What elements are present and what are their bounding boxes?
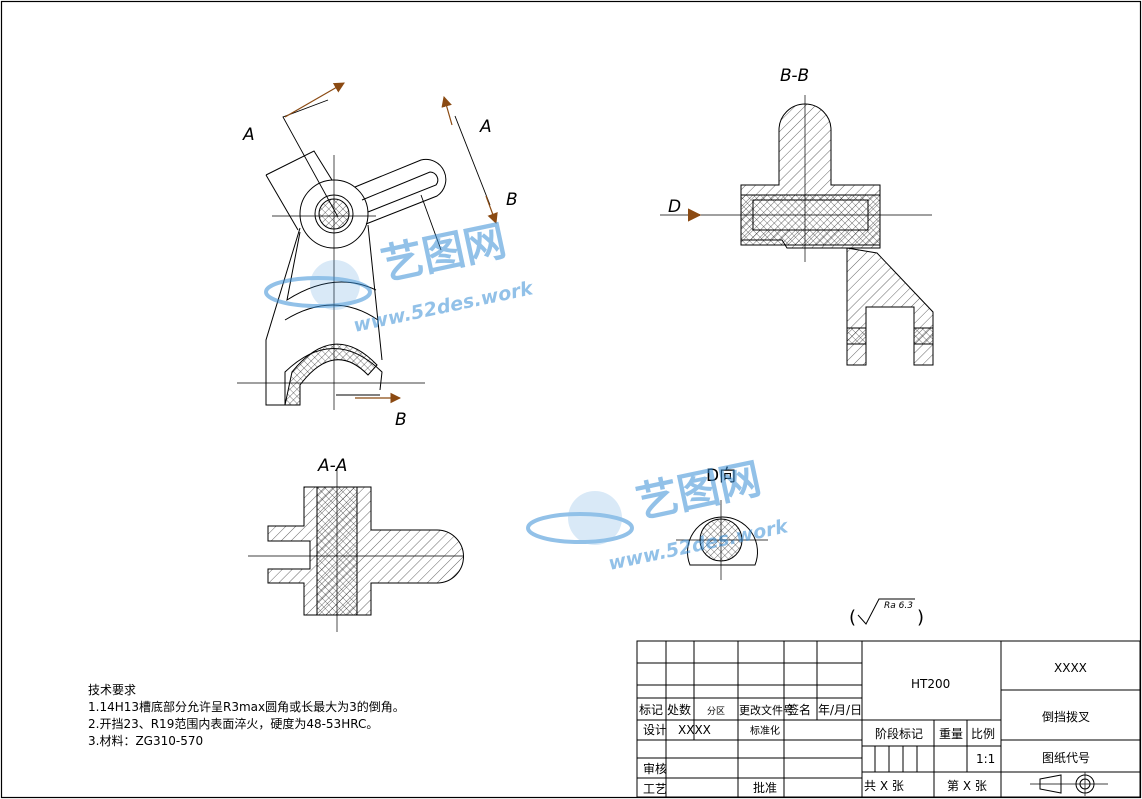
view-d	[676, 500, 768, 580]
weight-label: 重量	[939, 727, 963, 741]
review-label: 审核	[643, 761, 667, 776]
standardization-label: 标准化	[750, 724, 780, 737]
part-name: 倒挡拨叉	[1042, 710, 1090, 724]
design-label: 设计	[643, 723, 667, 737]
svg-text:www.52des.work: www.52des.work	[606, 515, 791, 575]
svg-text:(: (	[849, 607, 856, 628]
rev-header-count: 处数	[667, 702, 691, 717]
scale-label: 比例	[971, 727, 995, 741]
section-bb	[660, 95, 934, 366]
process-label: 工艺	[643, 782, 667, 796]
tech-requirement-item: 3.材料：ZG310-570	[88, 734, 204, 748]
svg-text:艺图网: 艺图网	[632, 454, 765, 528]
section-mark-a-right: A	[479, 117, 492, 137]
section-aa-title: A-A	[317, 456, 347, 476]
tech-requirements: 技术要求 1.14H13槽底部分允许呈R3max圆角或长最大为3的倒角。 2.开…	[88, 682, 405, 750]
section-mark-b-top: B	[506, 190, 518, 210]
main-view	[237, 82, 498, 410]
rev-header-date: 年/月/日	[818, 703, 862, 717]
designer: XXXX	[678, 723, 711, 737]
section-mark-b-bottom: B	[395, 410, 407, 430]
svg-text:艺图网: 艺图网	[377, 216, 510, 290]
stage-label: 阶段标记	[875, 726, 923, 741]
rev-header-zone: 分区	[707, 706, 725, 717]
section-bb-title: B-B	[780, 66, 809, 86]
rev-header-mark: 标记	[639, 703, 663, 717]
rev-header-docno: 更改文件号	[739, 703, 794, 717]
material: HT200	[911, 677, 950, 691]
company: XXXX	[1054, 661, 1087, 675]
tech-requirement-item: 2.开挡23、R19范围内表面淬火，硬度为48-53HRC。	[88, 717, 379, 731]
sheets-total: 共 X 张	[864, 779, 904, 793]
scale-value: 1:1	[976, 752, 995, 766]
section-aa	[248, 470, 464, 632]
projection-symbol-icon	[1030, 772, 1108, 796]
svg-text:www.52des.work: www.52des.work	[351, 277, 536, 337]
surface-finish-value: Ra 6.3	[884, 601, 913, 611]
tech-requirement-item: 1.14H13槽底部分允许呈R3max圆角或长最大为3的倒角。	[88, 700, 405, 714]
title-block-text: HT200 XXXX 倒挡拨叉 图纸代号 标记 处数 分区 更改文件号 签名 年…	[639, 661, 1090, 796]
surface-finish-symbol: ( )	[849, 598, 924, 628]
svg-text:): )	[917, 607, 924, 628]
tech-requirements-heading: 技术要求	[88, 683, 137, 697]
watermark-2: 艺图网 www.52des.work	[526, 454, 791, 575]
drawing-no-label: 图纸代号	[1042, 751, 1090, 765]
section-bb-direction-label: D	[668, 197, 681, 217]
view-d-title: D向	[706, 466, 736, 486]
rev-header-sign: 签名	[787, 702, 811, 717]
section-mark-a-left: A	[242, 125, 255, 145]
sheet-no: 第 X 张	[947, 779, 987, 793]
title-block	[636, 640, 1141, 798]
approve-label: 批准	[753, 780, 777, 795]
